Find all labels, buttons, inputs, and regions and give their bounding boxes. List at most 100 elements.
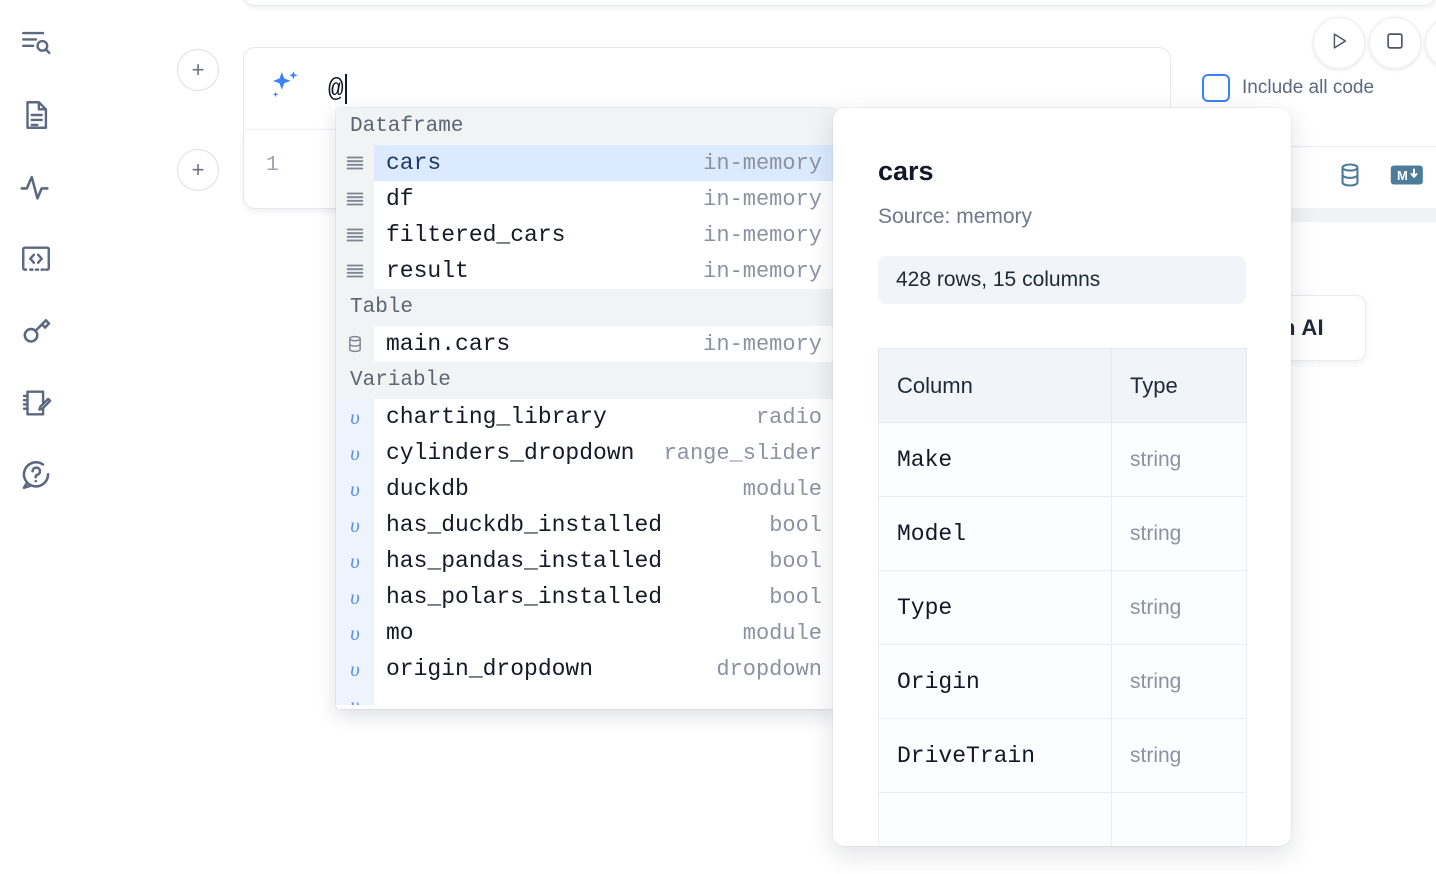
autocomplete-item-name: result bbox=[386, 258, 469, 284]
variable-icon: υ bbox=[336, 471, 374, 507]
plus-icon: + bbox=[191, 157, 205, 182]
notebook-edit-icon bbox=[19, 386, 53, 420]
stop-button[interactable] bbox=[1369, 17, 1421, 69]
autocomplete-item-clipped[interactable]: υ bbox=[336, 687, 836, 705]
autocomplete-group-header: Table bbox=[336, 289, 836, 326]
add-cell-button-bottom[interactable]: + bbox=[177, 149, 219, 191]
activity-pulse-icon bbox=[19, 170, 53, 204]
variable-icon: υ bbox=[336, 399, 374, 435]
outline-search-icon bbox=[19, 26, 53, 60]
autocomplete-item-name: has_duckdb_installed bbox=[386, 512, 663, 538]
schema-column-type: string bbox=[1111, 570, 1247, 645]
table-header-row: Column Type bbox=[878, 348, 1247, 423]
cell-toolbar: M bbox=[1290, 146, 1436, 208]
autocomplete-item[interactable]: υ cylinders_dropdown range_slider bbox=[336, 435, 836, 471]
dataframe-icon bbox=[336, 253, 374, 289]
schema-column-name: Make bbox=[878, 422, 1112, 497]
file-document-icon bbox=[19, 98, 53, 132]
autocomplete-item-name: charting_library bbox=[386, 404, 607, 430]
sidebar-item-file[interactable] bbox=[12, 88, 60, 142]
autocomplete-item-name: has_polars_installed bbox=[386, 584, 663, 610]
include-all-code-row[interactable]: Include all code bbox=[1202, 74, 1374, 102]
include-all-code-label: Include all code bbox=[1242, 77, 1375, 98]
autocomplete-item[interactable]: result in-memory bbox=[336, 253, 836, 289]
preview-shape-badge: 428 rows, 15 columns bbox=[878, 256, 1246, 304]
schema-column-name: DriveTrain bbox=[878, 718, 1112, 793]
variable-icon: υ bbox=[336, 543, 374, 579]
sparkle-ai-icon bbox=[266, 67, 306, 110]
add-cell-button-top[interactable]: + bbox=[177, 49, 219, 91]
sidebar-item-scratchpad[interactable] bbox=[12, 376, 60, 430]
markdown-icon[interactable]: M bbox=[1390, 163, 1424, 192]
schema-column-name: Model bbox=[878, 496, 1112, 571]
schema-column-type: string bbox=[1111, 718, 1247, 793]
variable-icon: υ bbox=[336, 687, 374, 705]
autocomplete-item-type: bool bbox=[769, 584, 822, 610]
autocomplete-item-name: main.cars bbox=[386, 331, 511, 357]
schema-column-type: string bbox=[1111, 422, 1247, 497]
autocomplete-item-type: bool bbox=[769, 512, 822, 538]
autocomplete-item-type: in-memory bbox=[703, 222, 822, 248]
sidebar-item-activity[interactable] bbox=[12, 160, 60, 214]
autocomplete-item-type: in-memory bbox=[703, 331, 822, 357]
autocomplete-item-name: df bbox=[386, 186, 414, 212]
schema-column-type bbox=[1111, 792, 1247, 846]
schema-column-name: Origin bbox=[878, 644, 1112, 719]
schema-column-type: string bbox=[1111, 496, 1247, 571]
ai-prompt-value: @ bbox=[328, 73, 344, 104]
variable-icon: υ bbox=[336, 435, 374, 471]
run-button[interactable] bbox=[1313, 17, 1365, 69]
variable-icon: υ bbox=[336, 579, 374, 615]
column-header-column: Column bbox=[878, 348, 1112, 423]
preview-panel: cars Source: memory 428 rows, 15 columns… bbox=[833, 108, 1291, 846]
database-icon[interactable] bbox=[1336, 161, 1364, 194]
ai-prompt-input[interactable]: @ bbox=[328, 69, 347, 109]
column-header-type: Type bbox=[1111, 348, 1247, 423]
autocomplete-item-type: in-memory bbox=[703, 150, 822, 176]
autocomplete-item[interactable]: main.cars in-memory bbox=[336, 326, 836, 362]
table-row-clipped bbox=[878, 792, 1247, 846]
cell-above-clipped bbox=[243, 0, 1436, 6]
database-icon bbox=[336, 326, 374, 362]
stop-square-icon bbox=[1384, 30, 1406, 57]
play-icon bbox=[1328, 30, 1350, 57]
sidebar-item-snippets[interactable] bbox=[12, 232, 60, 286]
dataframe-icon bbox=[336, 145, 374, 181]
sidebar-item-help[interactable] bbox=[12, 448, 60, 502]
autocomplete-item-name: cylinders_dropdown bbox=[386, 440, 635, 466]
dataframe-icon bbox=[336, 181, 374, 217]
schema-column-name bbox=[878, 792, 1112, 846]
autocomplete-item-type: in-memory bbox=[703, 186, 822, 212]
autocomplete-item-type: range_slider bbox=[663, 440, 822, 466]
sidebar-item-outline[interactable] bbox=[12, 16, 60, 70]
line-number: 1 bbox=[266, 154, 279, 177]
overflow-button[interactable] bbox=[1425, 17, 1436, 69]
autocomplete-item[interactable]: υ has_polars_installed bool bbox=[336, 579, 836, 615]
variable-icon: υ bbox=[336, 651, 374, 687]
sidebar-item-secrets[interactable] bbox=[12, 304, 60, 358]
variable-icon: υ bbox=[336, 615, 374, 651]
autocomplete-item[interactable]: df in-memory bbox=[336, 181, 836, 217]
include-all-code-checkbox[interactable] bbox=[1202, 74, 1230, 102]
code-snippets-icon bbox=[19, 242, 53, 276]
autocomplete-item-name: duckdb bbox=[386, 476, 469, 502]
autocomplete-item-name: origin_dropdown bbox=[386, 656, 594, 682]
preview-title: cars bbox=[878, 156, 934, 186]
help-question-icon bbox=[19, 458, 53, 492]
schema-column-name: Type bbox=[878, 570, 1112, 645]
autocomplete-item-type: in-memory bbox=[703, 258, 822, 284]
autocomplete-group-header: Dataframe bbox=[336, 108, 836, 145]
